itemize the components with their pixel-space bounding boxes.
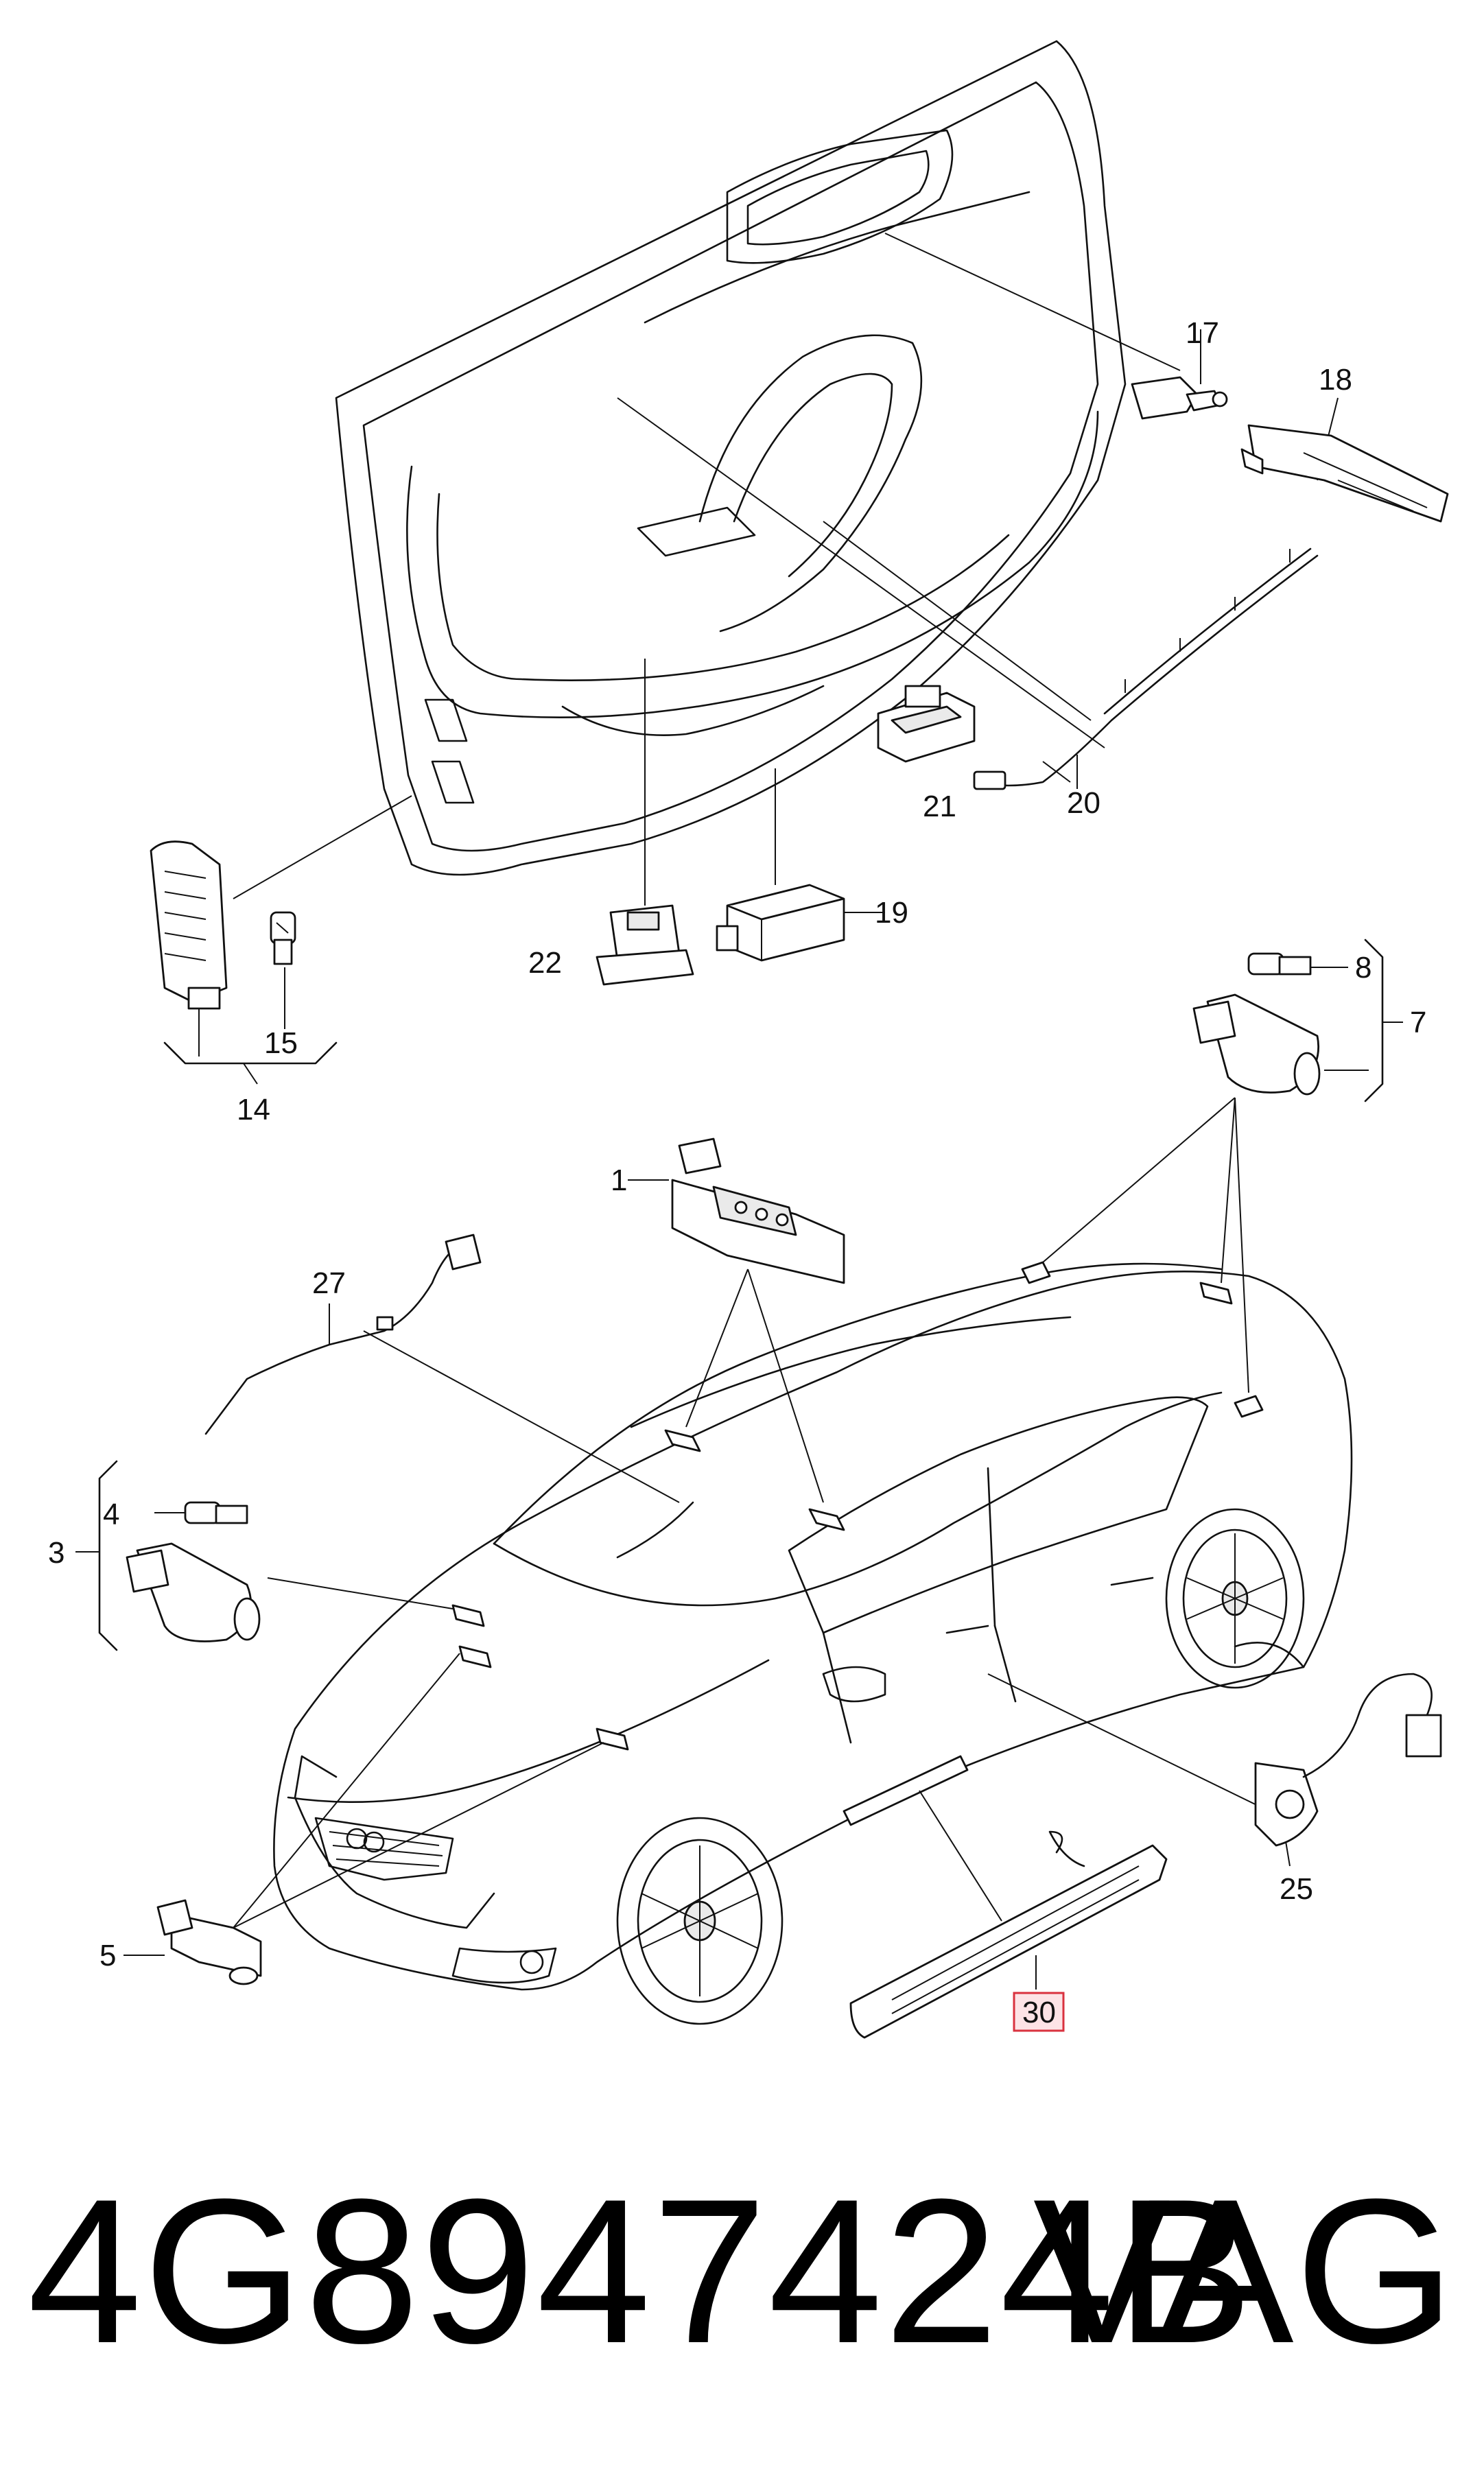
leader-lines-lower: [233, 1097, 1291, 1990]
part-18-trim-strip: [1240, 424, 1449, 523]
part-19-control-unit: [716, 884, 845, 962]
car-light-positions: [451, 1261, 1264, 1826]
part-number: 4G8947424B: [27, 2156, 1255, 2386]
bracket-3: [75, 1460, 118, 1651]
part-17-connector: [1131, 376, 1228, 420]
part-14-lamp-housing: [150, 840, 228, 1057]
label-27: 27: [312, 1266, 346, 1300]
label-30: 30: [1022, 1996, 1056, 2029]
car-front-wheel: [616, 1817, 784, 2025]
part-21-module: [877, 685, 976, 763]
label-4: 4: [103, 1498, 119, 1531]
label-3: 3: [48, 1536, 64, 1570]
part-22-socket: [596, 904, 694, 986]
label-15: 15: [264, 1026, 298, 1060]
door-panel: [335, 40, 1127, 876]
label-17: 17: [1186, 316, 1219, 350]
brand-name: VAG: [1033, 2156, 1457, 2386]
part-3-lamp-housing: [126, 1542, 261, 1642]
label-1: 1: [611, 1164, 627, 1197]
label-7: 7: [1410, 1006, 1426, 1039]
label-8: 8: [1355, 951, 1371, 984]
part-30-sill-panel: [849, 1830, 1168, 2039]
bracket-7: [1364, 939, 1403, 1102]
part-8-bulb: [1247, 952, 1348, 976]
label-22: 22: [528, 946, 562, 980]
part-labels: 17 18 20 21 19 22 15 14 8 7 1 27 4 3 5 2…: [48, 316, 1426, 2032]
part-27-cable: [204, 1234, 482, 1435]
label-19: 19: [875, 896, 908, 930]
car-body: [273, 1262, 1353, 1991]
part-7-lamp-housing: [1192, 993, 1369, 1096]
part-5-light: [123, 1899, 262, 1985]
bracket-14: [163, 1041, 338, 1085]
part-4-bulb: [154, 1501, 248, 1524]
part-1-interior-light: [628, 1137, 845, 1284]
car-rear-wheel: [1165, 1508, 1305, 1689]
label-20: 20: [1067, 786, 1100, 820]
label-25: 25: [1280, 1872, 1313, 1906]
label-14: 14: [237, 1093, 270, 1126]
highlight-box-30: [1013, 1992, 1065, 2032]
label-21: 21: [923, 790, 956, 823]
label-18: 18: [1319, 363, 1352, 397]
part-25-door-light: [1254, 1673, 1442, 1847]
part-15-bulb: [270, 911, 296, 965]
part-20-light-strip: [973, 547, 1319, 790]
label-5: 5: [99, 1939, 116, 1972]
